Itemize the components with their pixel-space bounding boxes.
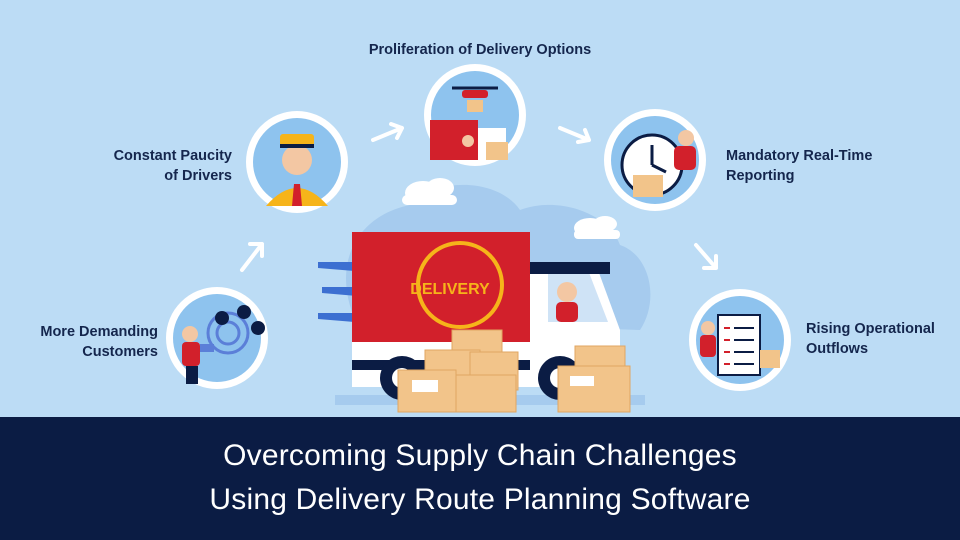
banner-title-line2: Using Delivery Route Planning Software xyxy=(209,483,751,516)
title-banner: Overcoming Supply Chain Challenges Using… xyxy=(0,417,960,540)
label-delivery-options: Proliferation of Delivery Options xyxy=(368,42,592,58)
arrow-icon xyxy=(240,122,718,272)
banner-title-line1: Overcoming Supply Chain Challenges xyxy=(223,439,737,472)
label-outflows: Rising Operational Outflows xyxy=(806,321,935,357)
magnet-customers-icon xyxy=(166,287,268,389)
box-icon xyxy=(397,329,631,413)
checklist-icon xyxy=(689,289,791,391)
clock-reporting-icon xyxy=(604,109,706,211)
drone-delivery-icon xyxy=(424,64,526,166)
truck-label: DELIVERY xyxy=(410,281,490,298)
label-customers: More Demanding Customers xyxy=(40,324,158,360)
driver-icon xyxy=(246,111,348,213)
label-drivers: Constant Paucity of Drivers xyxy=(113,148,232,184)
label-reporting: Mandatory Real-Time Reporting xyxy=(726,148,873,184)
